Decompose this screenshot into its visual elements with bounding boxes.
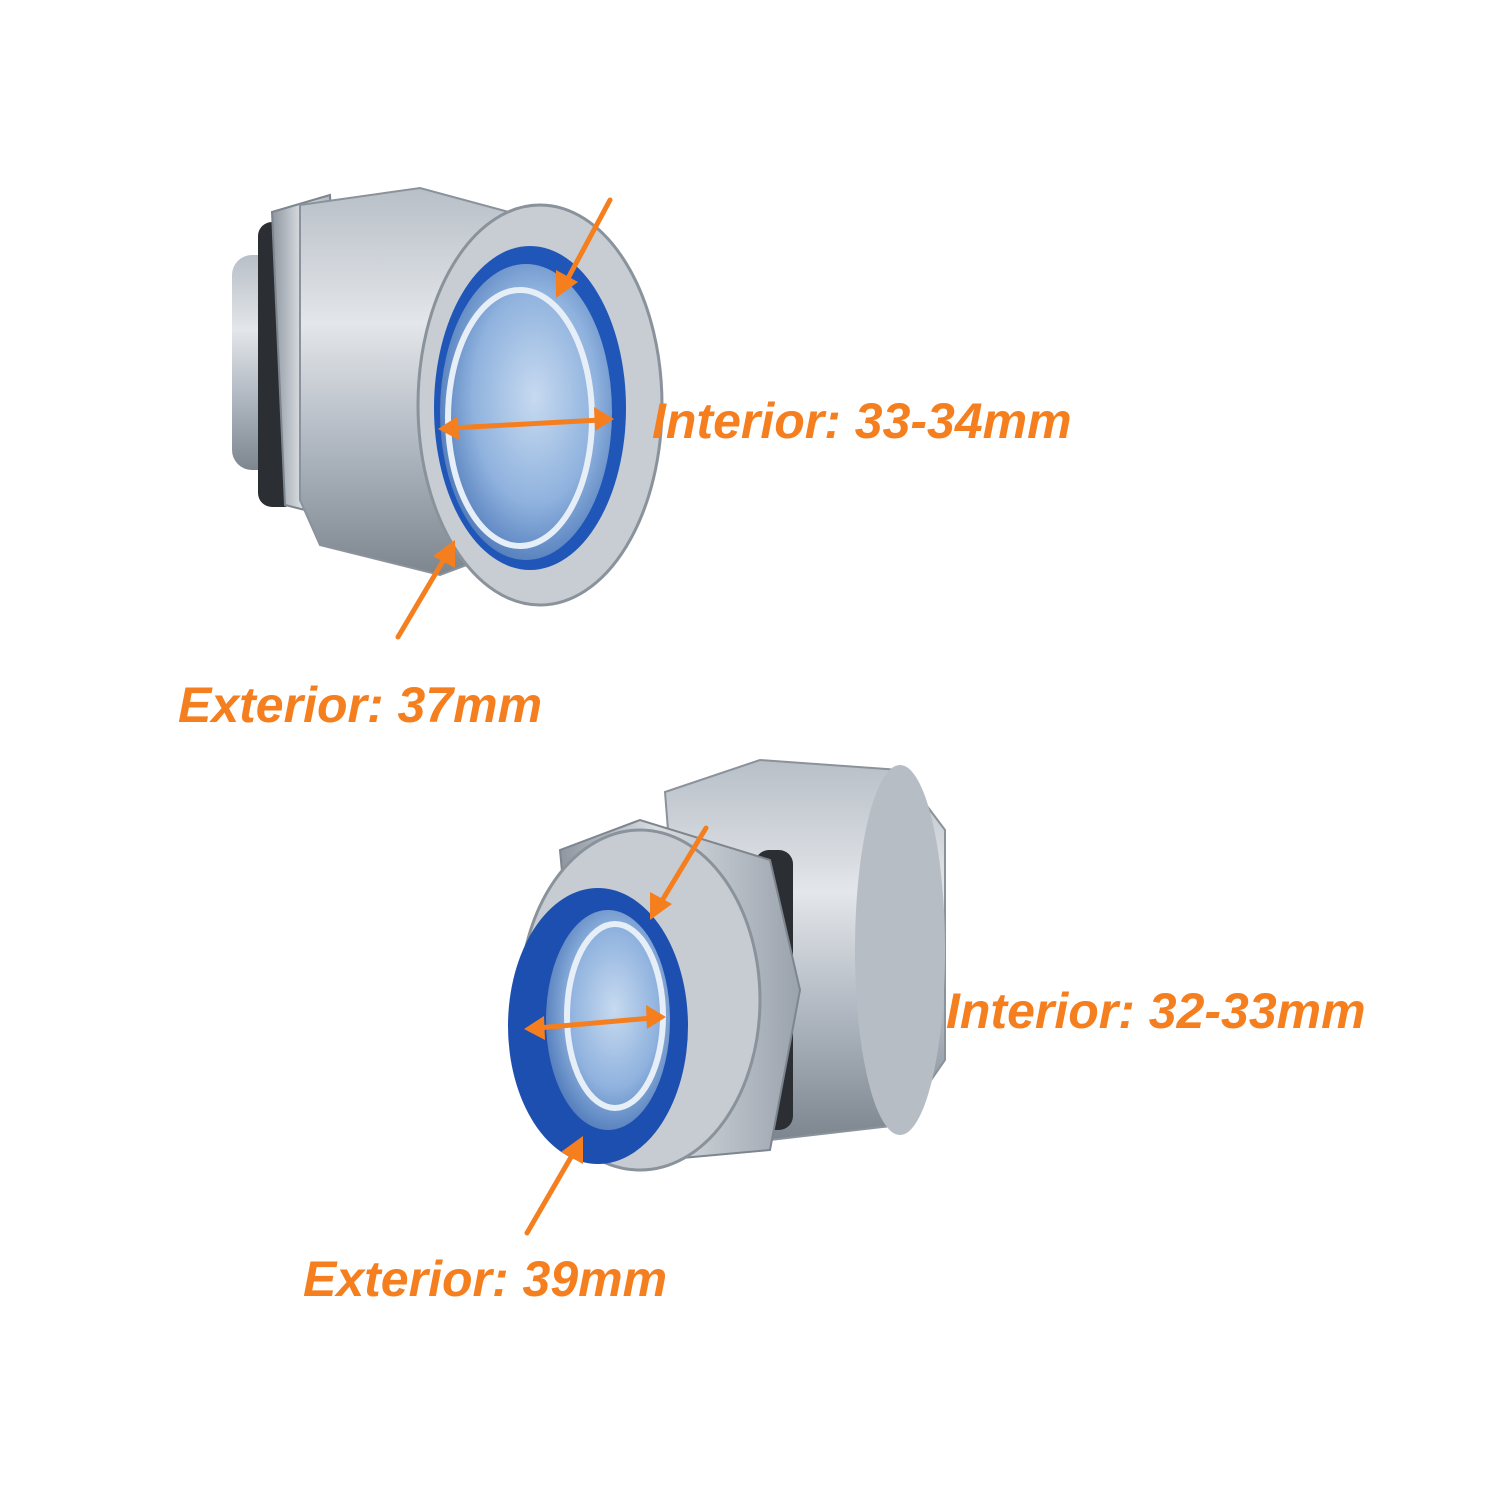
bottom-interior-label: Interior: 32-33mm xyxy=(946,983,1366,1039)
bottom-exterior-top-arrow xyxy=(657,825,709,907)
top-inner-bore xyxy=(440,264,612,560)
top-interior-arrowhead-left xyxy=(438,416,459,440)
top-fitting xyxy=(232,186,664,607)
bottom-fitting xyxy=(508,758,946,1172)
top-exterior-top-arrowhead xyxy=(556,270,578,298)
top-exterior-label: Exterior: 37mm xyxy=(178,677,543,733)
bottom-exterior-top-arrowhead xyxy=(650,892,672,920)
top-exterior-bottom-arrowhead xyxy=(433,540,455,568)
top-exterior-bottom-arrow xyxy=(395,553,449,640)
top-interior-arrow xyxy=(449,417,603,431)
annotation-arrows xyxy=(395,197,709,1236)
bottom-exterior-label: Exterior: 39mm xyxy=(303,1251,668,1307)
top-interior-label: Interior: 33-34mm xyxy=(652,393,1072,449)
bottom-exterior-bottom-arrowhead xyxy=(561,1136,583,1164)
bottom-rear-face xyxy=(855,765,945,1135)
bottom-exterior-bottom-arrow xyxy=(524,1149,577,1236)
bottom-interior-arrowhead-right xyxy=(646,1005,666,1029)
bottom-interior-arrowhead-left xyxy=(524,1016,545,1040)
top-interior-arrowhead-right xyxy=(594,407,614,431)
bottom-interior-arrow xyxy=(535,1015,655,1031)
top-exterior-top-arrow xyxy=(563,197,613,285)
